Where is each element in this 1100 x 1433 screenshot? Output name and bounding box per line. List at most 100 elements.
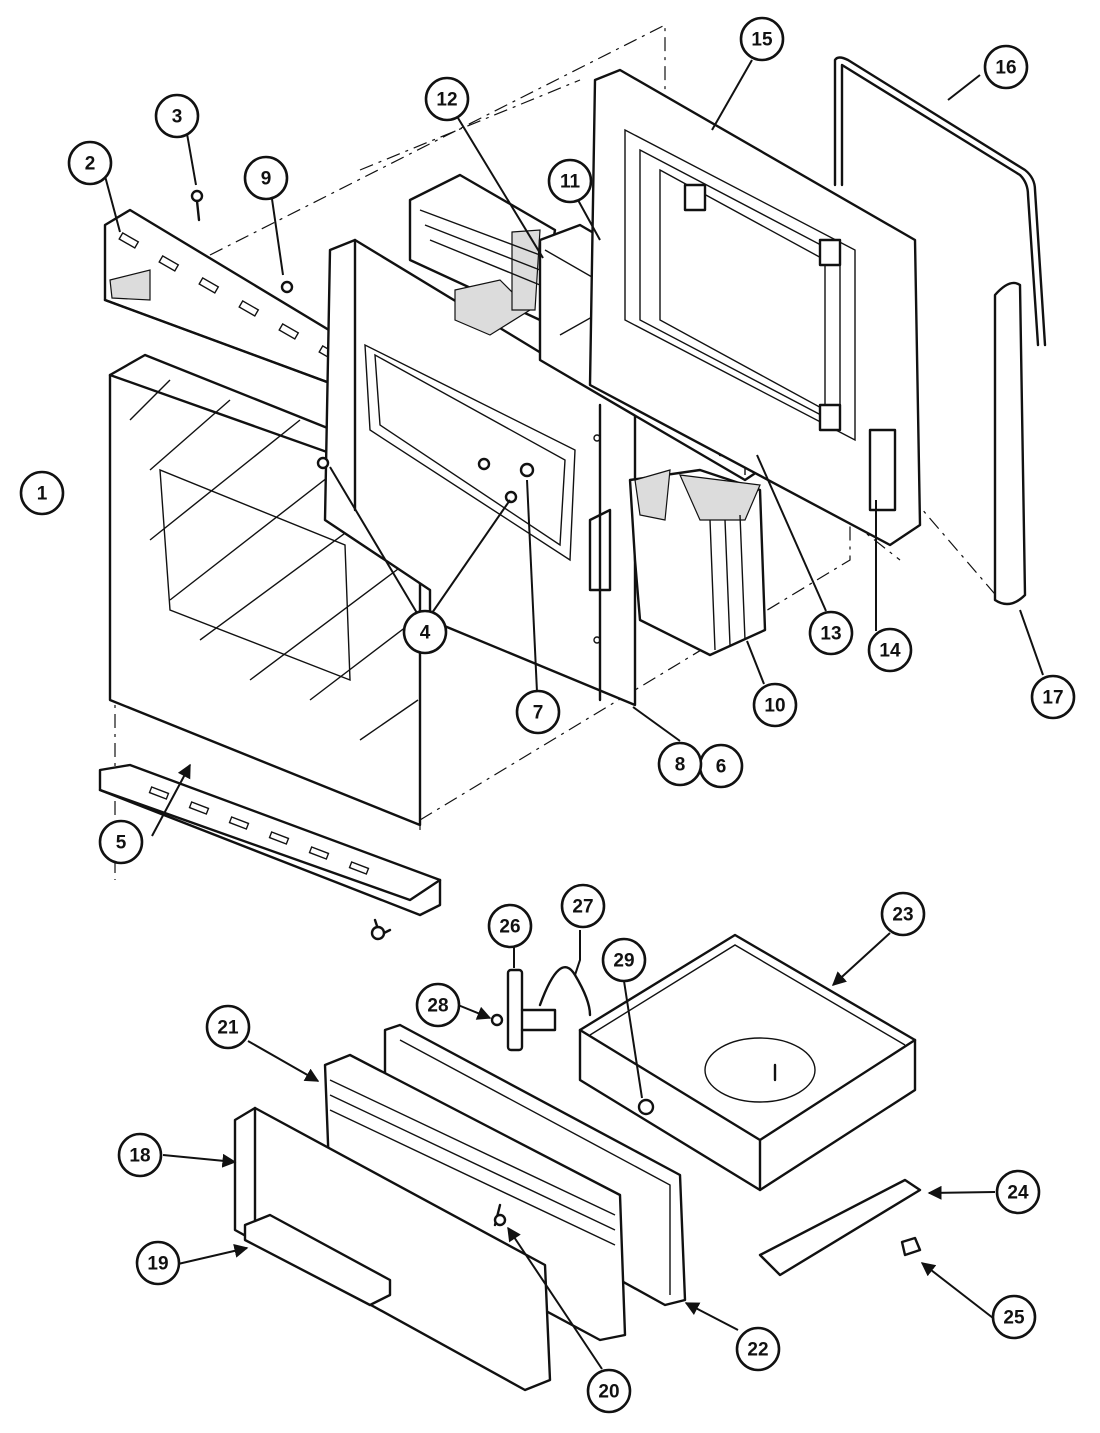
callout-circle	[1030, 674, 1076, 720]
callout-circle	[154, 93, 200, 139]
callout-number: 9	[261, 169, 272, 190]
callout-circle	[424, 76, 470, 122]
callout-number: 14	[879, 641, 901, 662]
callout-16: 16	[983, 44, 1029, 90]
callout-circle	[243, 155, 289, 201]
callout-number: 15	[751, 30, 773, 51]
callout-number: 12	[436, 90, 457, 111]
callout-circle	[991, 1294, 1037, 1340]
callout-circle	[205, 1004, 251, 1050]
callout-18: 18	[117, 1132, 163, 1178]
leader-lines	[104, 59, 1044, 1370]
callout-8: 8	[657, 741, 703, 787]
callout-6: 6	[698, 743, 744, 789]
callout-1: 1	[19, 470, 65, 516]
callout-23: 23	[880, 891, 926, 937]
callout-12: 12	[424, 76, 470, 122]
callout-28: 28	[415, 982, 461, 1028]
callout-circle	[547, 158, 593, 204]
callout-number: 21	[217, 1018, 239, 1039]
callout-20: 20	[586, 1368, 632, 1414]
part-26-27-28-switch-assembly	[490, 966, 592, 1052]
callout-number: 27	[572, 897, 593, 918]
callout-22: 22	[735, 1326, 781, 1372]
callout-number: 5	[116, 833, 127, 854]
callout-circle	[995, 1169, 1041, 1215]
callout-14: 14	[867, 627, 913, 673]
callout-2: 2	[67, 140, 113, 186]
callout-number: 10	[764, 696, 785, 717]
callout-circle	[735, 1326, 781, 1372]
callout-circle	[983, 44, 1029, 90]
part-15-liner-frame	[588, 68, 922, 547]
part-18-drawer-front	[233, 1106, 552, 1392]
callout-3: 3	[154, 93, 200, 139]
callout-circle	[657, 741, 703, 787]
callout-21: 21	[205, 1004, 251, 1050]
part-24-drawer-rail	[758, 1178, 922, 1277]
callout-circle	[415, 982, 461, 1028]
callout-24: 24	[995, 1169, 1041, 1215]
callout-number: 4	[420, 623, 431, 644]
callout-number: 2	[85, 154, 96, 175]
callout-number: 22	[747, 1340, 768, 1361]
callout-circle	[135, 1240, 181, 1286]
callout-26: 26	[487, 903, 533, 949]
callout-19: 19	[135, 1240, 181, 1286]
callout-15: 15	[739, 16, 785, 62]
callout-circle	[586, 1368, 632, 1414]
callout-4: 4	[402, 609, 448, 655]
callout-number: 6	[716, 757, 727, 778]
callout-circle	[601, 937, 647, 983]
callout-number: 13	[820, 624, 841, 645]
callout-circle	[67, 140, 113, 186]
callout-circle	[752, 682, 798, 728]
callout-number: 11	[560, 172, 581, 193]
callout-9: 9	[243, 155, 289, 201]
callout-circle	[808, 610, 854, 656]
part-8-inner-door-panel	[323, 238, 637, 707]
callout-number: 20	[598, 1382, 619, 1403]
callout-circle	[19, 470, 65, 516]
callout-circle	[515, 689, 561, 735]
callout-circle	[402, 609, 448, 655]
callout-circle	[117, 1132, 163, 1178]
hardware-fasteners	[190, 189, 535, 941]
callout-13: 13	[808, 610, 854, 656]
callout-circle	[560, 883, 606, 929]
callout-number: 24	[1007, 1183, 1029, 1204]
callout-number: 23	[892, 905, 913, 926]
callout-25: 25	[991, 1294, 1037, 1340]
callout-labels: 1234567891011121314151617181920212223242…	[19, 16, 1076, 1414]
part-17-handle	[993, 281, 1027, 606]
callout-circle	[739, 16, 785, 62]
callout-number: 16	[995, 58, 1016, 79]
callout-10: 10	[752, 682, 798, 728]
callout-29: 29	[601, 937, 647, 983]
part-12-insulation-upper	[408, 173, 557, 336]
callout-circle	[98, 819, 144, 865]
callout-number: 28	[427, 996, 448, 1017]
callout-number: 7	[533, 703, 544, 724]
callout-circle	[880, 891, 926, 937]
callout-circle	[487, 903, 533, 949]
callout-number: 26	[499, 917, 520, 938]
callout-number: 17	[1042, 688, 1063, 709]
part-23-drawer-body	[578, 933, 917, 1192]
callout-circle	[867, 627, 913, 673]
part-10-insulation-lower	[628, 468, 767, 657]
callout-27: 27	[560, 883, 606, 929]
callout-number: 19	[147, 1254, 168, 1275]
callout-number: 1	[37, 484, 48, 505]
callout-11: 11	[547, 158, 593, 204]
callout-number: 3	[172, 107, 183, 128]
callout-number: 29	[613, 951, 634, 972]
part-16-gasket	[833, 56, 1047, 347]
part-5-bottom-trim	[98, 763, 442, 937]
callout-number: 8	[675, 755, 686, 776]
callout-number: 25	[1003, 1308, 1025, 1329]
callout-5: 5	[98, 819, 144, 865]
callout-7: 7	[515, 689, 561, 735]
